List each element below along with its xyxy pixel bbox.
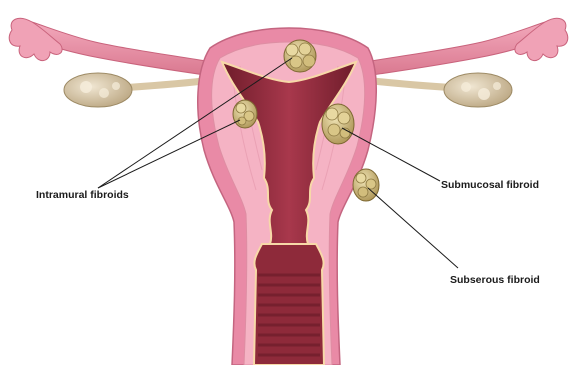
label-submucosal-fibroid: Submucosal fibroid (441, 179, 539, 191)
right-fallopian-tube (365, 18, 568, 76)
fibroid-submucosal (322, 104, 354, 144)
leader-subserous (368, 188, 458, 268)
left-ovary (64, 73, 132, 107)
vaginal-canal (254, 244, 324, 365)
right-ovarian-ligament (365, 80, 457, 88)
right-ovary (444, 73, 512, 107)
label-subserous-fibroid: Subserous fibroid (450, 274, 540, 286)
fibroid-subserous (353, 169, 379, 201)
label-intramural-fibroids: Intramural fibroids (36, 189, 129, 201)
fibroid-fundus (284, 40, 316, 72)
left-fallopian-tube (9, 18, 212, 76)
fibroid-intramural-left (233, 100, 257, 128)
